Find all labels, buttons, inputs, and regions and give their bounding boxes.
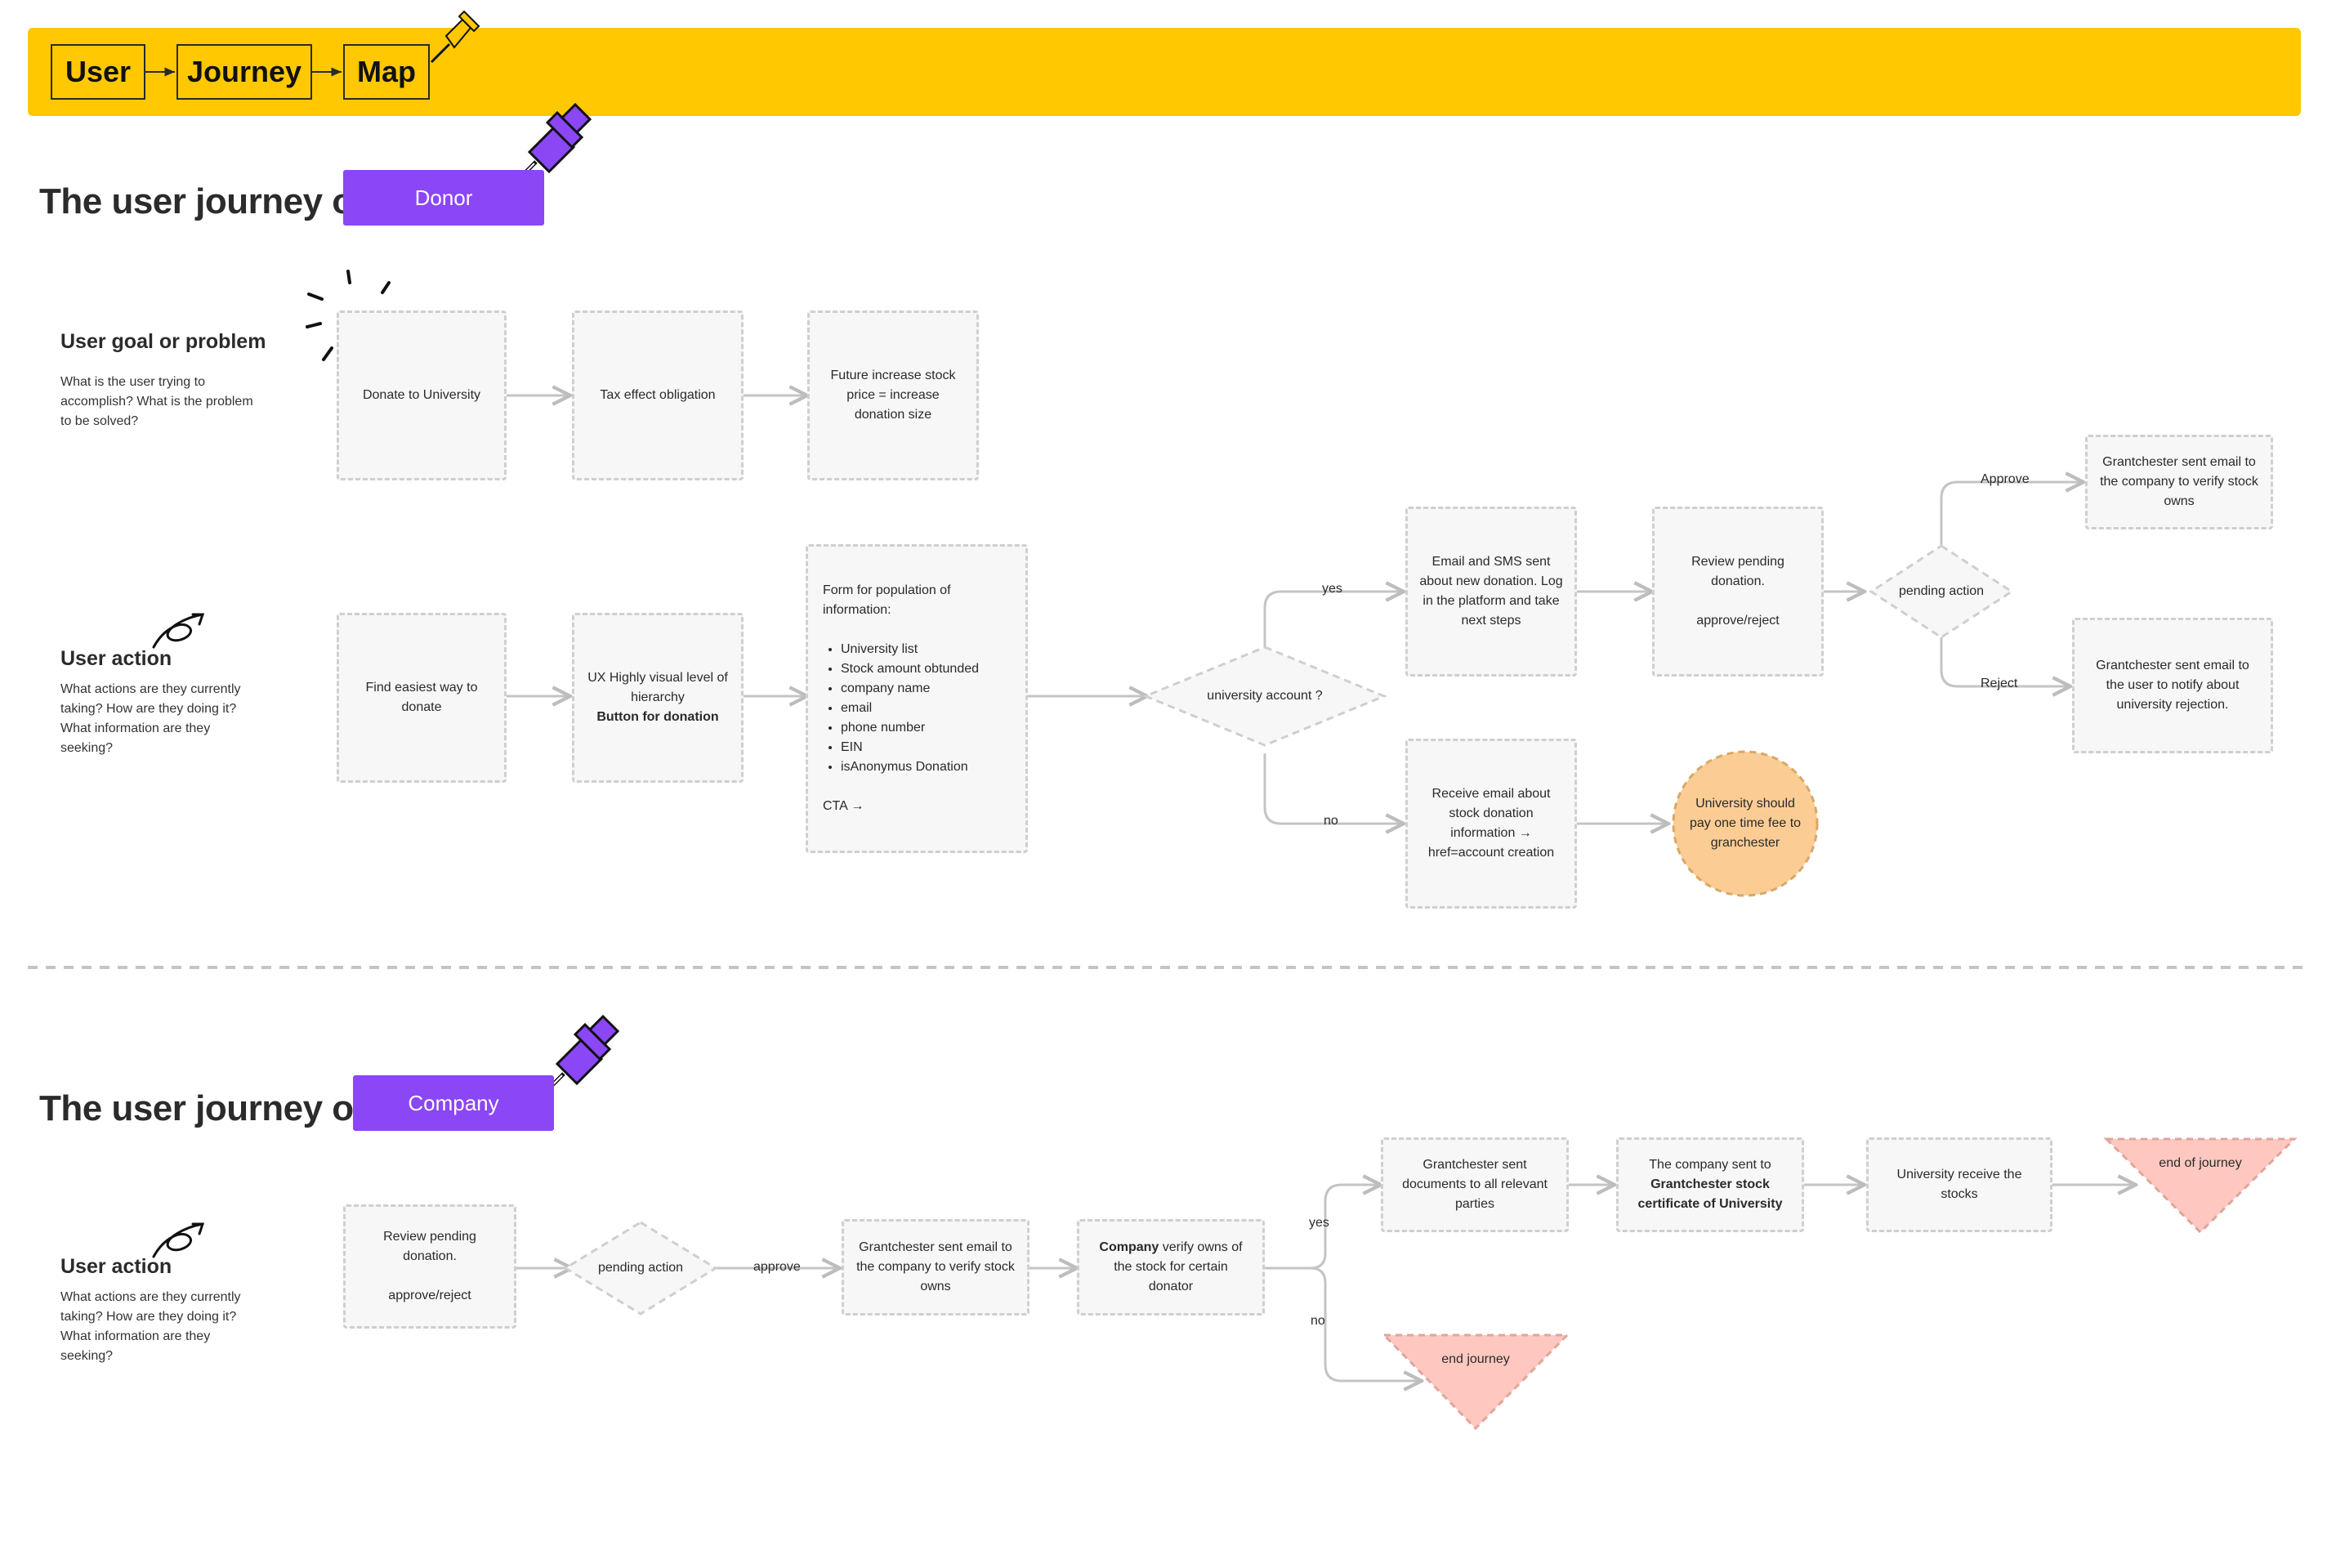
company-yes-label: yes bbox=[1309, 1216, 1329, 1230]
ux-bold: Button for donation bbox=[596, 710, 719, 724]
action-row-description: What actions are they currently taking? … bbox=[60, 682, 241, 755]
reject-label: Reject bbox=[1981, 677, 2018, 690]
node-reject-email[interactable]: Grantchester sent email to the user to n… bbox=[2072, 618, 2273, 753]
form-item: isAnonymus Donation bbox=[841, 757, 1011, 777]
company-action-heading: User action bbox=[60, 1255, 172, 1278]
scribble-arrow-icon bbox=[152, 613, 205, 1258]
pin-icon bbox=[430, 10, 480, 64]
review-content: Review pending donation. approve/reject bbox=[1666, 552, 1810, 631]
node-tax-effect[interactable]: Tax effect obligation bbox=[572, 310, 744, 480]
node-future-increase[interactable]: Future increase stock price = increase d… bbox=[807, 310, 979, 480]
chip-journey[interactable]: Journey bbox=[176, 44, 312, 100]
node-ux-hierarchy[interactable]: UX Highly visual level of hierarchy Butt… bbox=[572, 613, 744, 783]
pending-label: pending action bbox=[1898, 584, 1985, 598]
company-pin-icon bbox=[531, 1014, 620, 1106]
node-donate-to-university[interactable]: Donate to University bbox=[337, 310, 507, 480]
chip-user[interactable]: User bbox=[51, 44, 145, 100]
form-item: EIN bbox=[841, 738, 1011, 757]
company-verify-content: Company verify owns of the stock for cer… bbox=[1091, 1238, 1251, 1297]
node-receive-email[interactable]: Receive email about stock donation infor… bbox=[1405, 739, 1577, 909]
node-email-sms[interactable]: Email and SMS sent about new donation. L… bbox=[1405, 507, 1577, 677]
form-title: Form for population of information: bbox=[823, 583, 951, 617]
form-item: company name bbox=[841, 679, 1011, 699]
header-banner: User Journey Map bbox=[28, 28, 2301, 116]
pending-action-decision bbox=[1869, 544, 2014, 639]
company-action-description: What actions are they currently taking? … bbox=[60, 1290, 241, 1363]
node-company-sent[interactable]: The company sent to Grantchester stock c… bbox=[1616, 1137, 1804, 1232]
node-approve-email[interactable]: Grantchester sent email to the company t… bbox=[2085, 435, 2273, 529]
company-sent-prefix: The company sent to bbox=[1649, 1158, 1771, 1172]
yes-label: yes bbox=[1322, 582, 1342, 596]
company-sent-bold: Grantchester stock certificate of Univer… bbox=[1637, 1177, 1783, 1211]
review-line2: approve/reject bbox=[1696, 614, 1780, 628]
no-label: no bbox=[1324, 814, 1338, 828]
goal-row-heading: User goal or problem bbox=[60, 330, 266, 353]
company-review-line1: Review pending donation. bbox=[383, 1230, 476, 1263]
form-cta[interactable]: CTA → bbox=[823, 799, 864, 813]
node-documents[interactable]: Grantchester sent documents to all relev… bbox=[1381, 1137, 1569, 1232]
ux-node-content: UX Highly visual level of hierarchy Butt… bbox=[586, 668, 730, 727]
decision-label: university account ? bbox=[1207, 689, 1323, 703]
node-company-verify[interactable]: Company verify owns of the stock for cer… bbox=[1077, 1219, 1265, 1316]
company-pending-decision bbox=[563, 1221, 718, 1316]
form-item: email bbox=[841, 699, 1011, 718]
company-verify-bold: Company bbox=[1099, 1240, 1159, 1254]
company-review-content: Review pending donation. approve/reject bbox=[357, 1227, 502, 1306]
donor-section-title: The user journey of bbox=[39, 181, 365, 221]
company-sent-content: The company sent to Grantchester stock c… bbox=[1630, 1155, 1790, 1214]
action-row-heading: User action bbox=[60, 647, 172, 670]
form-item: University list bbox=[841, 640, 1011, 659]
node-university-receive[interactable]: University receive the stocks bbox=[1866, 1137, 2052, 1232]
end-journey-label: end journey bbox=[1441, 1352, 1510, 1366]
review-line1: Review pending donation. bbox=[1691, 555, 1784, 588]
company-review-line2: approve/reject bbox=[388, 1289, 471, 1302]
form-item: Stock amount obtunded bbox=[841, 659, 1011, 679]
end-of-journey-triangle bbox=[2103, 1137, 2298, 1235]
node-review-pending[interactable]: Review pending donation. approve/reject bbox=[1652, 507, 1824, 677]
node-verify-email[interactable]: Grantchester sent email to the company t… bbox=[842, 1219, 1030, 1316]
end-journey-triangle bbox=[1381, 1333, 1570, 1431]
end-of-journey-label: end of journey bbox=[2159, 1156, 2242, 1170]
node-form[interactable]: Form for population of information: Univ… bbox=[806, 544, 1028, 853]
donor-tag[interactable]: Donor bbox=[343, 170, 544, 226]
approve-label: Approve bbox=[1981, 472, 2030, 486]
form-list: University list Stock amount obtunded co… bbox=[823, 640, 1011, 777]
ux-text: UX Highly visual level of hierarchy bbox=[587, 671, 728, 704]
fee-label: University should pay one time fee to gr… bbox=[1689, 797, 1802, 850]
form-content: Form for population of information: Univ… bbox=[823, 581, 1011, 816]
node-company-review[interactable]: Review pending donation. approve/reject bbox=[343, 1204, 516, 1329]
form-item: phone number bbox=[841, 718, 1011, 738]
fee-circle bbox=[1672, 750, 1819, 897]
goal-row-description: What is the user trying to accomplish? W… bbox=[60, 375, 253, 428]
company-no-label: no bbox=[1311, 1314, 1325, 1328]
company-verify-rest: verify owns of the stock for certain don… bbox=[1114, 1240, 1243, 1293]
node-find-easiest-way[interactable]: Find easiest way to donate bbox=[337, 613, 507, 783]
company-approve-label: approve bbox=[753, 1260, 801, 1274]
company-tag[interactable]: Company bbox=[353, 1075, 554, 1131]
company-pending-label: pending action bbox=[597, 1261, 684, 1275]
chip-map[interactable]: Map bbox=[343, 44, 430, 100]
sparkle-icon bbox=[306, 270, 391, 361]
company-section-title: The user journey of bbox=[39, 1088, 365, 1128]
university-account-decision bbox=[1142, 646, 1387, 747]
